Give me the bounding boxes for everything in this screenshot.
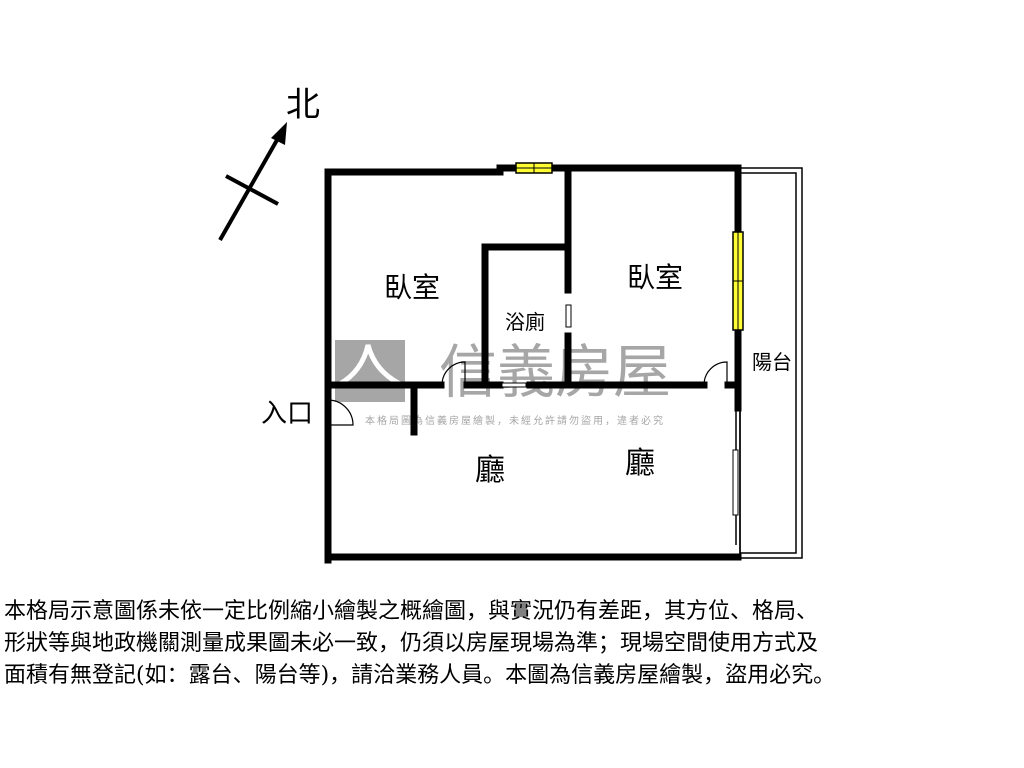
watermark-notice: 本格局圖為信義房屋繪製，未經允許請勿盜用，違者必究 xyxy=(365,414,665,427)
watermark: 信義房屋 本格局圖為信義房屋繪製，未經允許請勿盜用，違者必究 xyxy=(335,338,671,427)
north-label: 北 xyxy=(286,85,320,125)
doors xyxy=(327,361,728,426)
living-right-label: 廳 xyxy=(625,446,655,481)
bathroom-label: 浴廁 xyxy=(505,310,545,334)
living-left-label: 廳 xyxy=(475,453,505,488)
bedroom-right-label: 臥室 xyxy=(627,261,683,294)
entrance-door xyxy=(327,399,354,426)
walls xyxy=(324,164,742,564)
disclaimer-line: 本格局示意圖係未依一定比例縮小繪製之概繪圖，與實況仍有差距，其方位、格局、 xyxy=(4,599,819,624)
balcony-label: 陽台 xyxy=(752,350,792,374)
watermark-brand: 信義房屋 xyxy=(439,338,671,406)
north-arrow-icon xyxy=(218,122,287,241)
disclaimer: 本格局示意圖係未依一定比例縮小繪製之概繪圖，與實況仍有差距，其方位、格局、 形狀… xyxy=(4,596,1024,692)
disclaimer-line: 形狀等與地政機關測量成果圖未必一致，仍須以房屋現場為準；現場空間使用方式及 xyxy=(4,631,819,656)
disclaimer-line: 面積有無登記(如：露台、陽台等)，請洽業務人員。本圖為信義房屋繪製，盜用必究。 xyxy=(4,663,836,688)
bedroom-left-label: 臥室 xyxy=(384,271,440,304)
entrance-label: 入口 xyxy=(261,399,313,429)
window-right xyxy=(732,231,744,331)
sliding-door xyxy=(501,382,527,388)
bathroom-sliding-door xyxy=(565,304,572,328)
window-top xyxy=(515,162,553,174)
